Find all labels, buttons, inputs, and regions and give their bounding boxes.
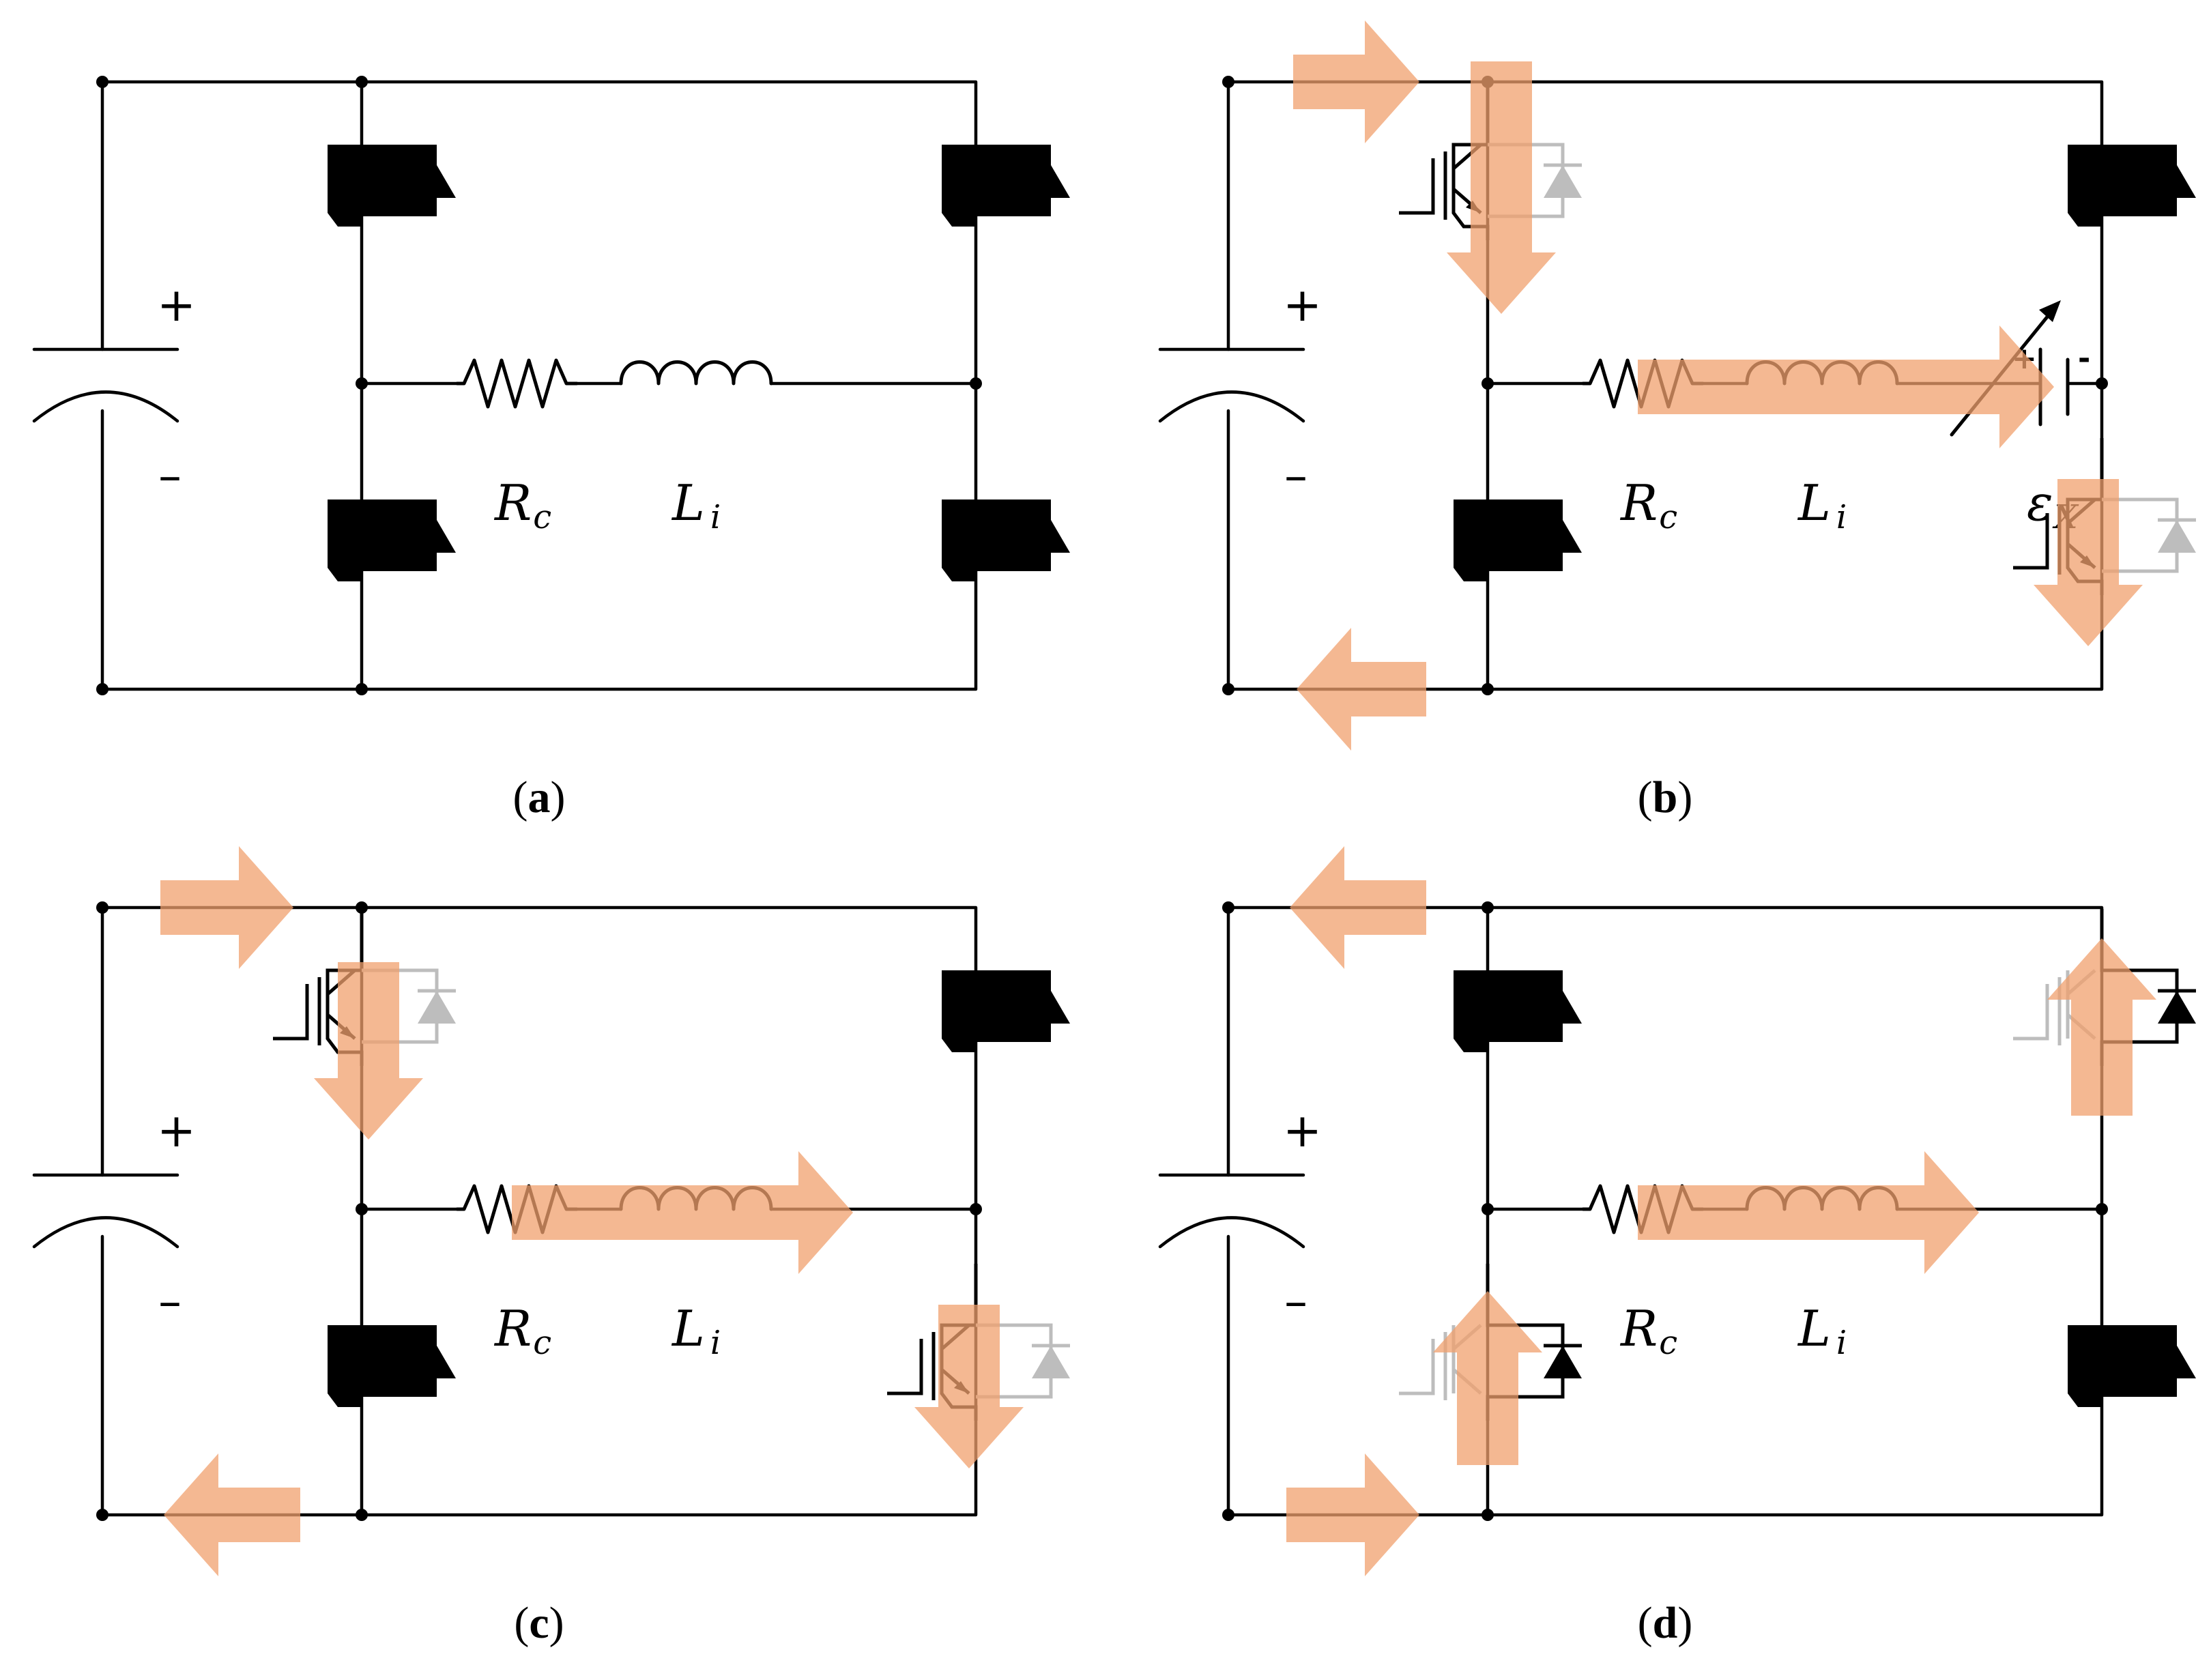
junction-nodes [96,76,982,695]
caption-d: (d) [1638,1598,1693,1648]
current-flow-arrows [1293,20,2143,751]
load-branch [360,360,978,407]
positive-terminal-label: + [1283,1104,1322,1158]
circuit-wires [100,906,978,1517]
circuit-wires [1226,906,2104,1517]
negative-terminal-label: – [158,1275,182,1329]
negative-terminal-label: – [1284,449,1307,503]
lower-right-igbt-off [887,438,1070,595]
lower-left-igbt-off [273,1264,456,1421]
upper-right-igbt-off [887,909,1070,1066]
upper-right-igbt-off [2013,83,2196,240]
current-flow-arrows [160,846,1024,1576]
positive-terminal-label: + [157,1104,196,1158]
circuit-wires [1226,80,2104,691]
negative-terminal-label: – [158,449,182,503]
positive-terminal-label: + [157,278,196,332]
resistor-label: Rc [493,1300,551,1362]
caption-a: (a) [513,772,566,822]
resistor-label: Rc [1619,474,1677,536]
emf-minus-label: - [2078,341,2090,376]
current-flow-arrows [1286,846,2156,1576]
lower-right-igbt-off [2013,1264,2196,1421]
dc-link-capacitor [32,1173,179,1249]
circuit-wires [100,80,978,691]
resistor-label: Rc [1619,1300,1677,1362]
panel-b: +–+-εXRcLi(b) [1158,20,2196,822]
upper-right-igbt-off [887,83,1070,240]
negative-terminal-label: – [1284,1275,1307,1329]
upper-left-igbt-off [1399,909,1582,1066]
dc-link-capacitor [32,347,179,423]
resistor-label: Rc [493,474,551,536]
positive-terminal-label: + [1283,278,1322,332]
lower-left-igbt-off [273,438,456,595]
dc-link-capacitor [1158,347,1305,423]
upper-left-igbt-off [273,83,456,240]
lower-left-igbt-off [1399,438,1582,595]
caption-b: (b) [1638,772,1693,822]
caption-c: (c) [514,1598,564,1648]
dc-link-capacitor [1158,1173,1305,1249]
